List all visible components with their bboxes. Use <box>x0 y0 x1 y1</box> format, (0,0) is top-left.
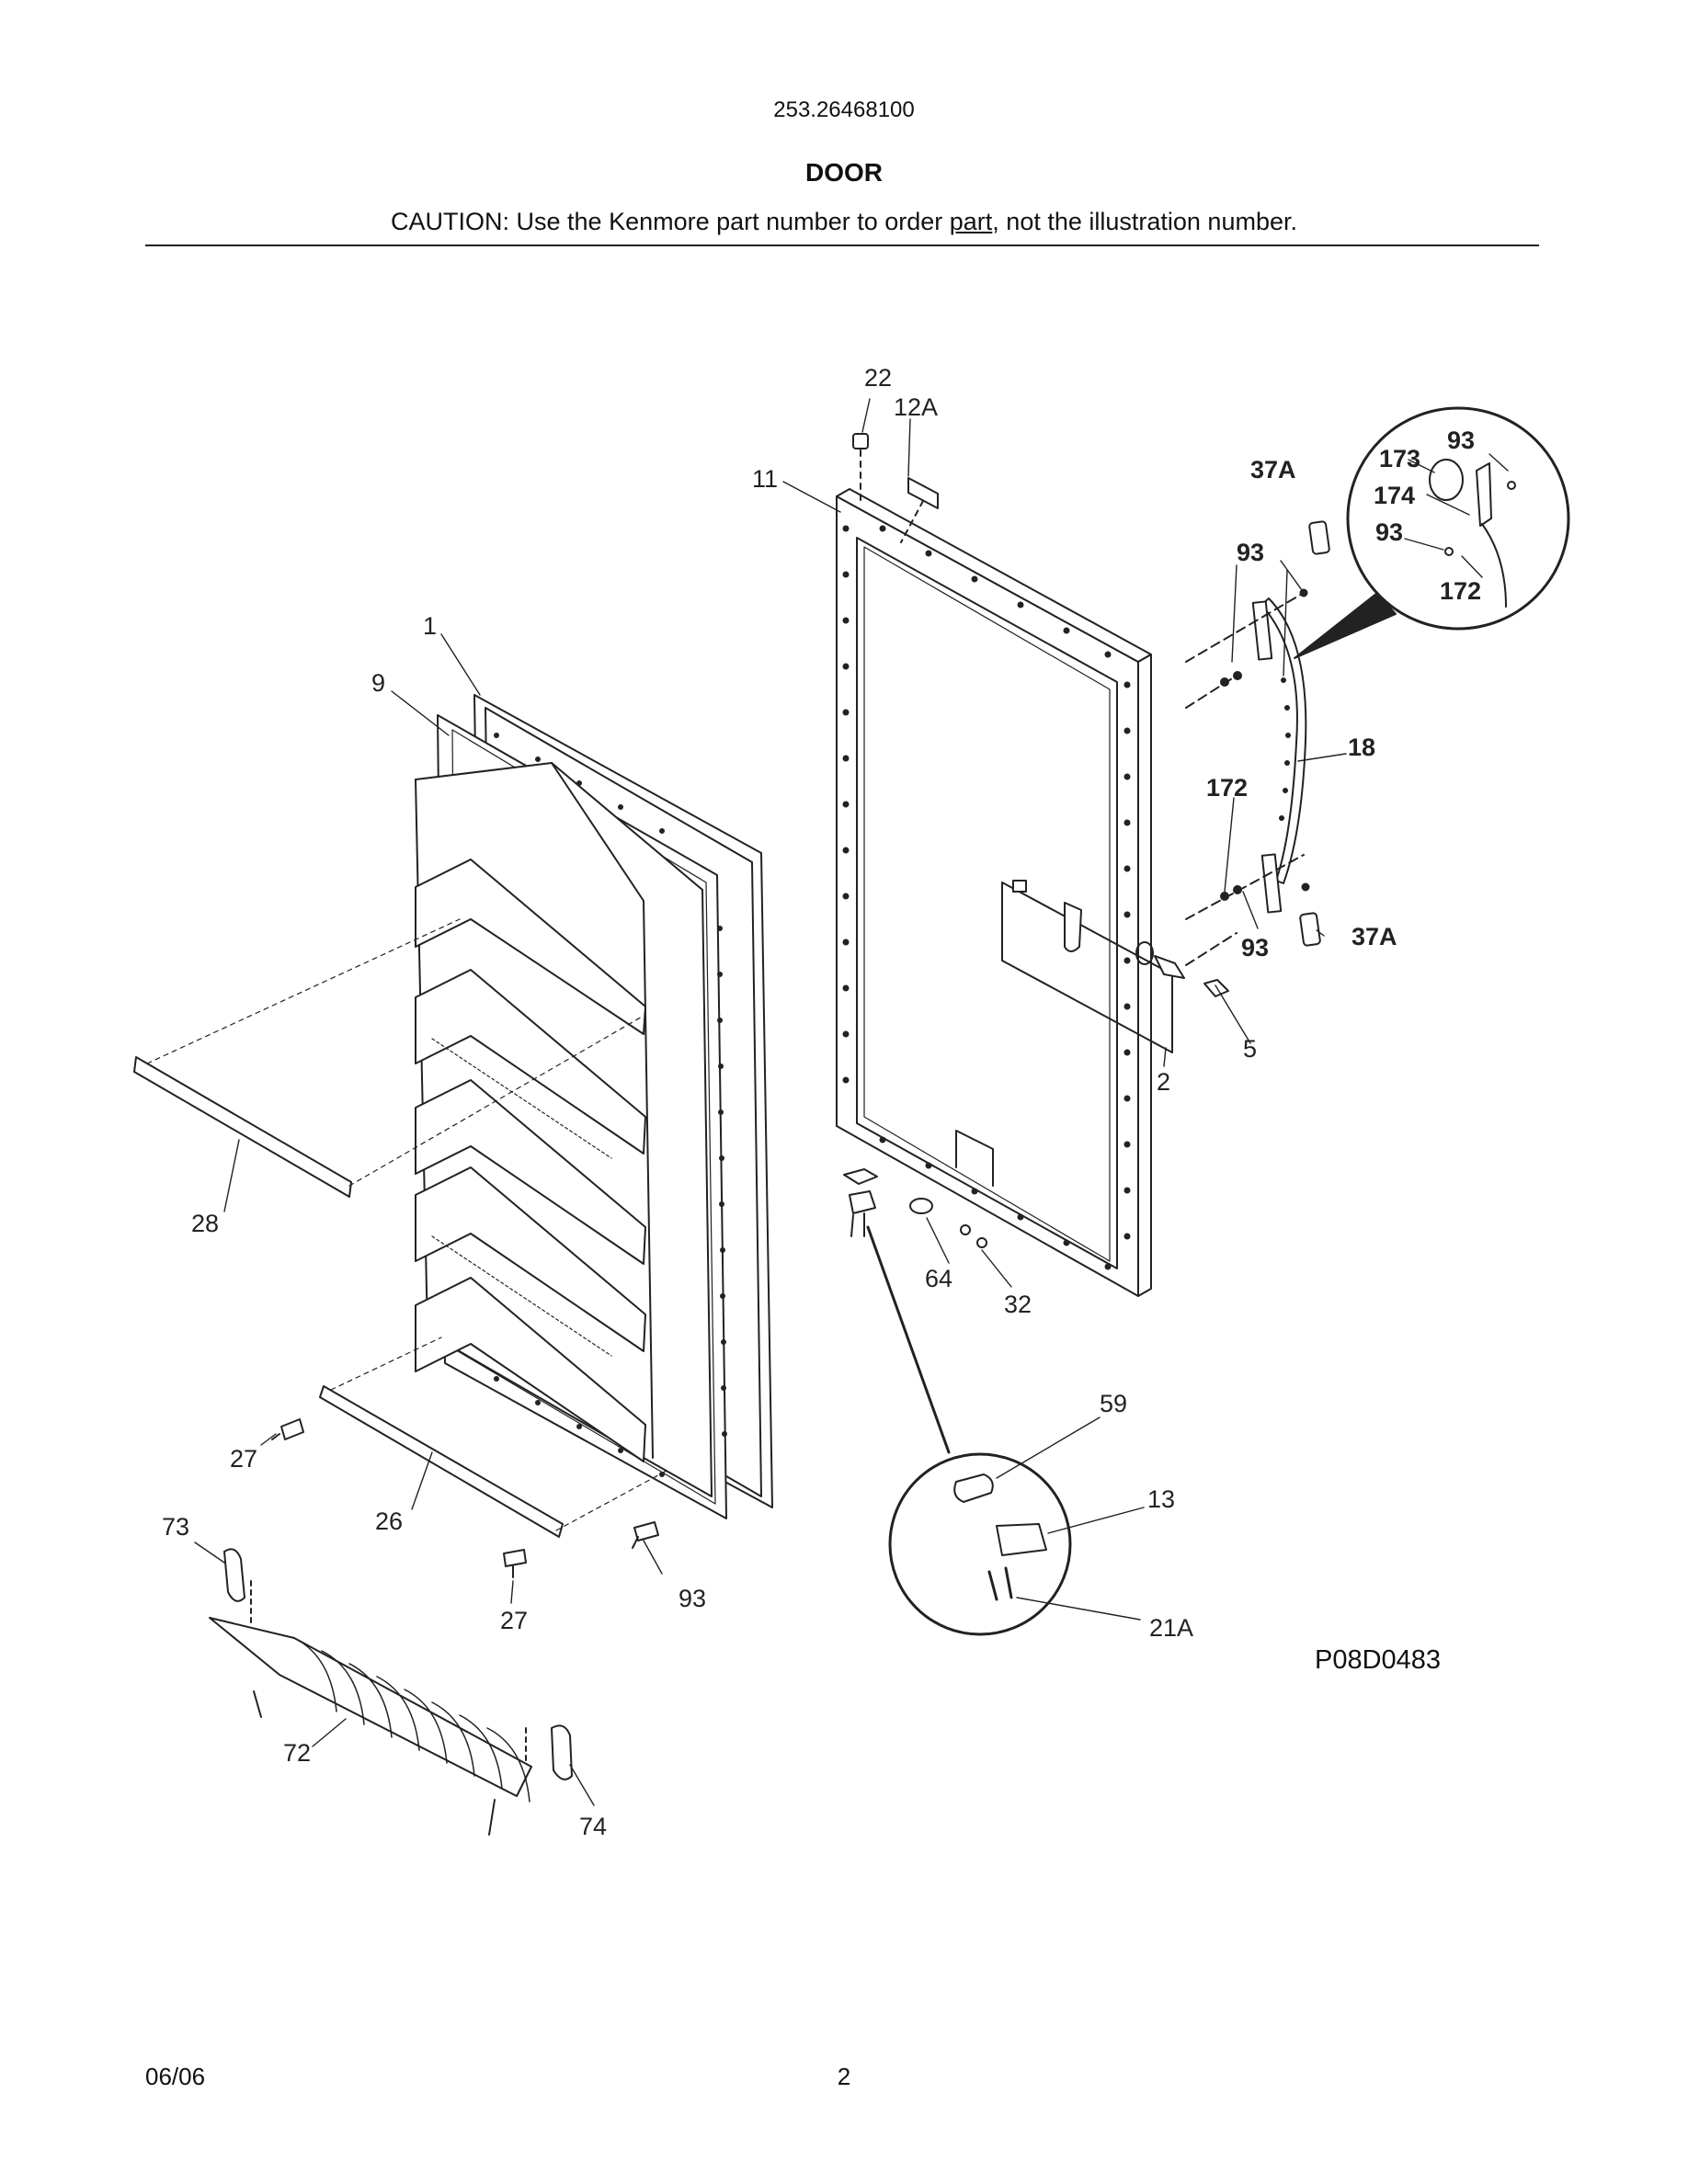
diagram-code: P08D0483 <box>1315 1645 1442 1675</box>
callout-11: 11 <box>752 465 778 493</box>
callout-93-handle-top: 93 <box>1237 539 1264 566</box>
screws <box>271 1418 659 1578</box>
callout-21a: 21A <box>1149 1614 1193 1642</box>
door-handle <box>1185 588 1310 966</box>
callout-27-left: 27 <box>230 1445 257 1473</box>
callout-37a-top: 37A <box>1250 456 1296 483</box>
caution-text: CAUTION: Use the Kenmore part number to … <box>391 208 950 235</box>
footer-date: 06/06 <box>145 2063 206 2090</box>
basket-retainers <box>223 1548 573 1780</box>
callout-93-inset-mid: 93 <box>1375 518 1403 546</box>
callout-27-right: 27 <box>500 1607 528 1634</box>
page-number: 2 <box>837 2063 851 2090</box>
header-rule <box>145 245 1539 246</box>
callout-5: 5 <box>1243 1035 1257 1063</box>
end-cap-bottom <box>1299 912 1321 947</box>
caution-underlined-word: part <box>949 208 993 235</box>
hinge-parts <box>843 1168 987 1454</box>
callout-93-left: 93 <box>679 1585 706 1612</box>
plug-part <box>852 433 869 502</box>
callout-172-inset: 172 <box>1440 577 1481 605</box>
hinge-detail-inset <box>888 1452 1072 1636</box>
callout-59: 59 <box>1100 1390 1127 1417</box>
shelf-rail-top <box>133 918 644 1198</box>
outer-door-panel <box>836 488 1152 1297</box>
callout-22: 22 <box>864 364 892 392</box>
end-cap-top <box>1308 520 1330 555</box>
section-title: DOOR <box>805 158 883 187</box>
callout-174: 174 <box>1374 482 1415 509</box>
callout-1: 1 <box>423 612 437 640</box>
callout-74: 74 <box>579 1813 607 1840</box>
callout-37a-bottom: 37A <box>1352 923 1397 950</box>
callout-32: 32 <box>1004 1291 1032 1318</box>
callout-93-inset-top: 93 <box>1447 427 1475 454</box>
callout-26: 26 <box>375 1507 403 1535</box>
door-basket <box>209 1617 532 1836</box>
shelf-rail-bottom <box>319 1337 667 1538</box>
callout-2: 2 <box>1157 1068 1170 1096</box>
caution-note: CAUTION: Use the Kenmore part number to … <box>0 208 1688 236</box>
caution-text-end: , not the illustration number. <box>992 208 1297 235</box>
callout-64: 64 <box>925 1265 952 1292</box>
callout-9: 9 <box>371 669 385 697</box>
callout-93-handle-bottom: 93 <box>1241 934 1269 961</box>
callout-72: 72 <box>283 1739 311 1767</box>
callout-173: 173 <box>1379 445 1420 472</box>
callout-13: 13 <box>1147 1485 1175 1513</box>
door-shelves <box>415 859 646 1462</box>
leader-lines <box>194 398 1509 1806</box>
model-number: 253.26468100 <box>773 97 915 122</box>
callout-73: 73 <box>162 1513 189 1541</box>
label-sticker <box>900 477 939 543</box>
callout-12a: 12A <box>894 393 938 421</box>
callout-28: 28 <box>191 1210 219 1237</box>
callout-18: 18 <box>1348 734 1375 761</box>
callout-labels: 22 12A 11 1 9 37A 93 18 172 93 37A 5 2 2… <box>162 364 1481 1840</box>
callout-172-handle: 172 <box>1206 774 1248 802</box>
handle-detail-inset <box>1294 406 1570 659</box>
